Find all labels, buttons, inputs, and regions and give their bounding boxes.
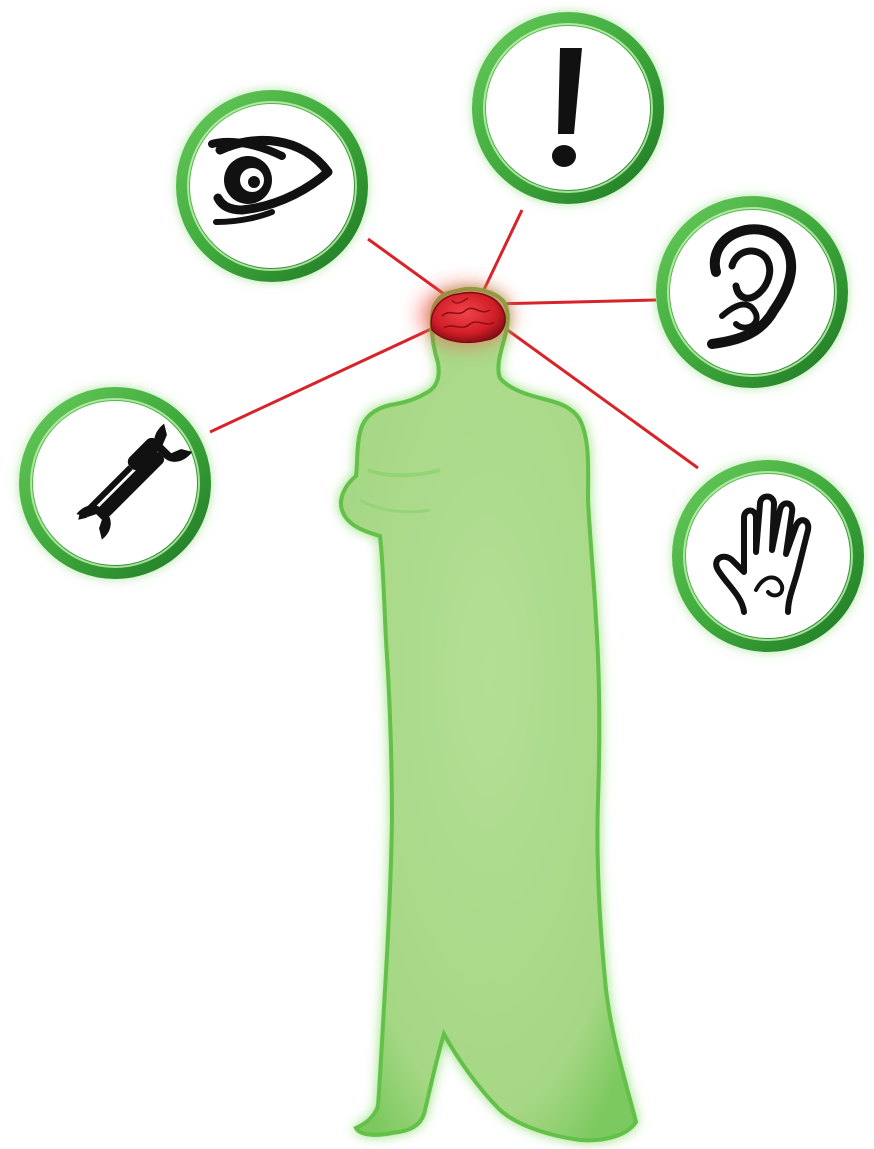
sense-circle-touch [672,460,864,652]
sense-circle-attention [472,12,664,204]
connector-hearing [492,300,656,304]
human-silhouette [341,289,636,1140]
sense-circle-tools [19,387,211,579]
sense-circle-hearing [656,196,848,388]
brain [419,285,511,345]
sense-circle-sight [176,90,368,282]
connector-attention [480,210,522,298]
